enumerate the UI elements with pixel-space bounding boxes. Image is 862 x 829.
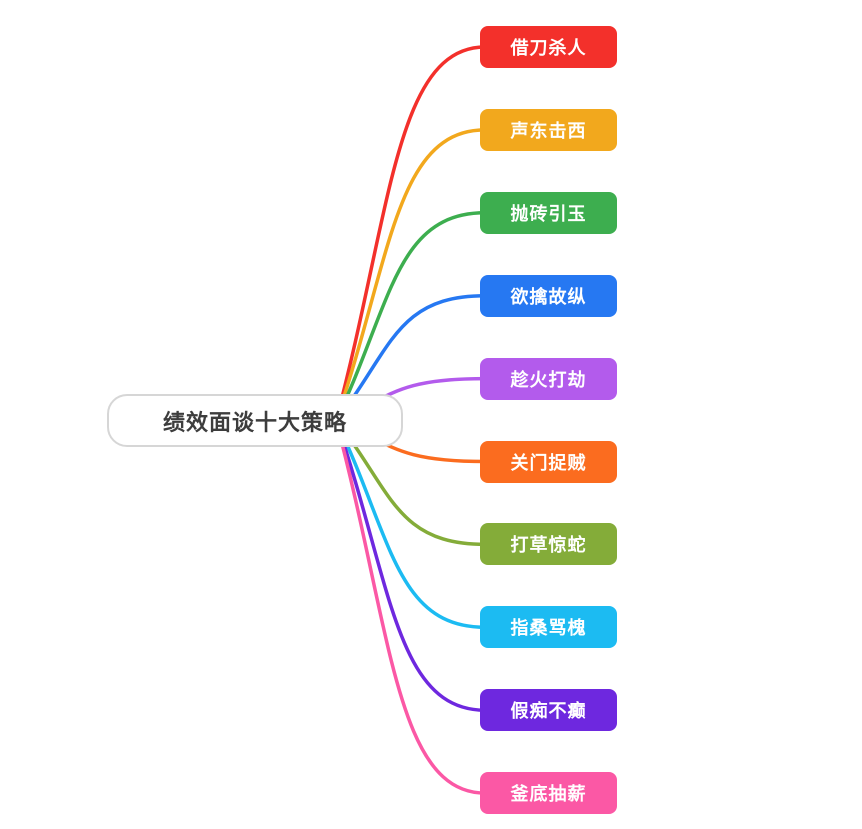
branch-connector bbox=[334, 418, 487, 712]
branch-node-label: 声东击西 bbox=[510, 120, 587, 141]
branch-connector bbox=[334, 128, 487, 423]
branch-node[interactable]: 欲擒故纵 bbox=[480, 274, 617, 317]
branch-node-label: 指桑骂槐 bbox=[510, 618, 587, 639]
branch-node[interactable]: 声东击西 bbox=[480, 108, 617, 151]
branch-connector bbox=[334, 418, 487, 630]
root-node-label: 绩效面谈十大策略 bbox=[162, 409, 347, 435]
branch-node[interactable]: 借刀杀人 bbox=[480, 26, 617, 68]
branch-connector bbox=[334, 211, 487, 423]
branch-node[interactable]: 指桑骂槐 bbox=[480, 606, 617, 649]
branch-node[interactable]: 抛砖引玉 bbox=[480, 191, 617, 234]
branch-node[interactable]: 趁火打劫 bbox=[480, 357, 617, 400]
branch-connector bbox=[334, 45, 487, 423]
branch-node-label: 借刀杀人 bbox=[510, 38, 587, 58]
branch-node[interactable]: 关门捉贼 bbox=[480, 440, 617, 483]
branch-node-label: 打草惊蛇 bbox=[510, 535, 587, 556]
branch-node-label: 抛砖引玉 bbox=[510, 203, 587, 224]
branch-node-label: 关门捉贼 bbox=[510, 452, 587, 473]
branch-node[interactable]: 釜底抽薪 bbox=[480, 772, 617, 815]
root-node[interactable]: 绩效面谈十大策略 bbox=[107, 394, 403, 447]
branch-node-label: 釜底抽薪 bbox=[510, 784, 587, 805]
branch-connector bbox=[334, 418, 487, 795]
branch-node-label: 欲擒故纵 bbox=[510, 286, 587, 307]
branch-node-label: 趁火打劫 bbox=[510, 369, 587, 390]
branch-node[interactable]: 假痴不癫 bbox=[480, 689, 617, 732]
branch-node-label: 假痴不癫 bbox=[510, 701, 587, 722]
branch-node[interactable]: 打草惊蛇 bbox=[480, 523, 617, 566]
